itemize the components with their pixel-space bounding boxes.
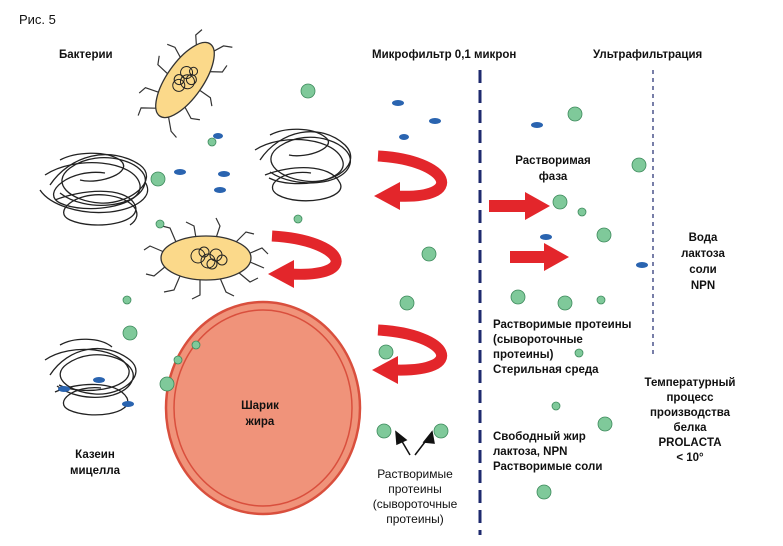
microfilter-label: Микрофильтр 0,1 микрон [372,49,517,61]
casein-tangle-top-center [254,128,352,202]
straight-arrow-1 [489,192,550,220]
curved-arrow-2 [268,230,342,288]
curved-arrow-1 [374,150,448,210]
straight-arrow-2 [510,243,569,271]
fat-globule [164,300,362,516]
whey-protein-dots [122,83,647,500]
ultrafiltration-label: Ультрафильтрация [593,49,703,61]
curved-arrow-3 [372,324,448,384]
casein-tangle-bottom-left [44,338,137,416]
bacterium-middle [143,217,269,300]
soluble-proteins-sterile-label: Растворимые протеины(сывороточные протеи… [493,319,632,376]
figure-label: Рис. 5 [19,12,56,27]
lactose-molecules [58,100,648,407]
bacterium-top [137,29,233,138]
bacteria-label: Бактерии [59,49,113,61]
protein-arrows [395,430,435,456]
casein-tangle-top-left [39,152,149,226]
